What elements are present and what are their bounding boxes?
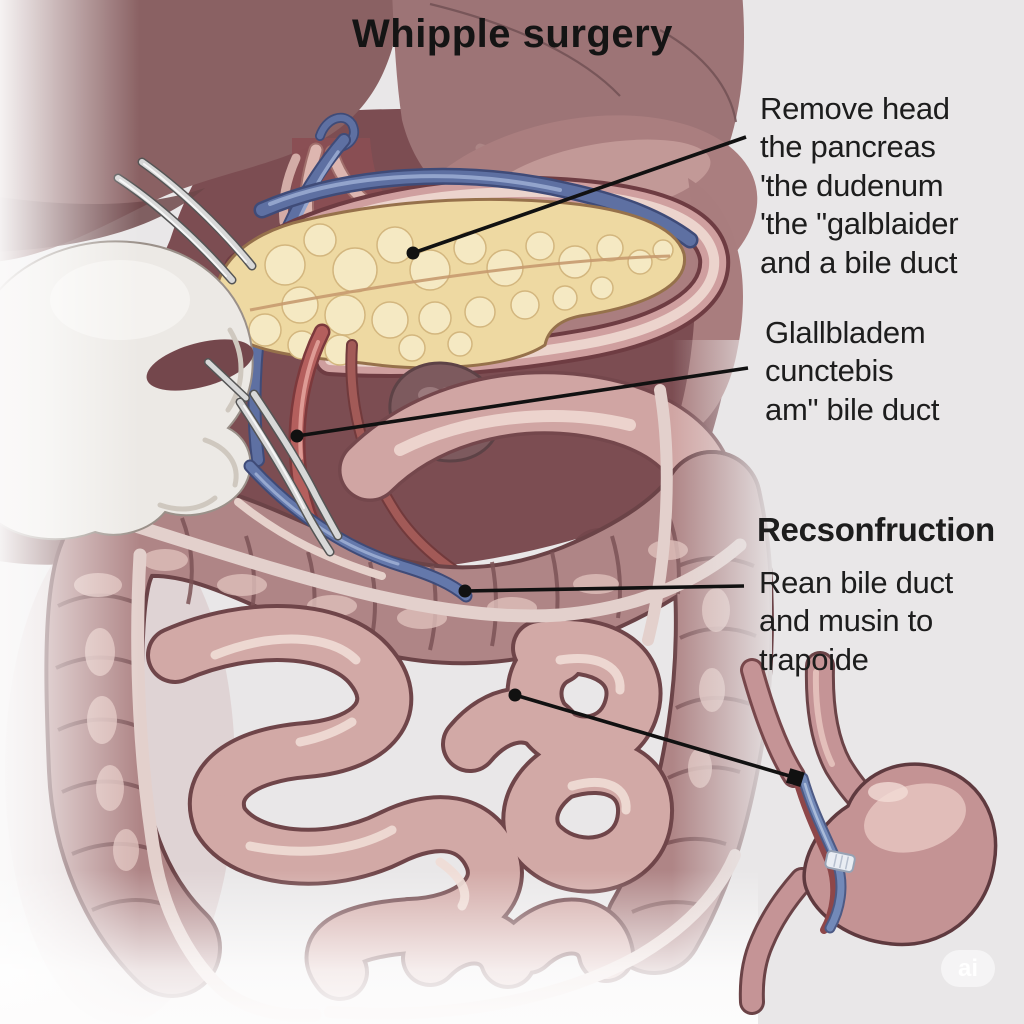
bowel-gloss [295, 717, 357, 747]
colon-gloss-spot [573, 574, 619, 594]
colon-gloss-spot [142, 549, 188, 571]
leader-markers [290, 246, 805, 787]
lobule [264, 244, 306, 286]
haustral-crease [180, 517, 194, 605]
lobule [596, 234, 624, 262]
glove-crease-3 [157, 495, 218, 512]
inset-duodenum [741, 870, 812, 1012]
hepatic-duct-3-body [279, 153, 301, 227]
left-fade [0, 0, 140, 1024]
lobule [510, 290, 540, 320]
liver-contour-1 [429, 2, 621, 97]
leader-line-bile-duct [296, 366, 749, 438]
forceps-grip-segment-body [205, 359, 249, 401]
bottom-fade [0, 870, 758, 1024]
lobule [371, 301, 409, 339]
glove-crease-1 [225, 327, 244, 413]
label-reconstruction-heading: Recsonfruction [757, 511, 995, 548]
clip-body [824, 850, 856, 873]
colon-gloss-spot [217, 574, 267, 596]
bowel-loop [505, 741, 671, 890]
lobule [627, 249, 653, 275]
stomach-inset [738, 651, 998, 1015]
forceps-tips [235, 389, 343, 557]
bowel-gloss [567, 778, 631, 815]
splenic-vein-gloss [268, 174, 562, 206]
inset-bile-limb [743, 661, 803, 785]
leader-dot-colon [458, 584, 472, 598]
pancreas-lobules [248, 223, 674, 366]
lobule [248, 313, 282, 347]
clip-ridge [833, 853, 838, 867]
bile-duct-gloss [298, 340, 320, 460]
clip-ridge [838, 855, 844, 869]
blue-vessel-gloss [254, 472, 400, 566]
antrum-gloss [394, 410, 636, 456]
clip-ridge [844, 856, 850, 870]
lobule [590, 276, 614, 300]
bowel-gloss [210, 634, 361, 665]
cut-vessels [234, 459, 473, 603]
lobule [281, 286, 319, 324]
forceps-shaft [251, 391, 341, 539]
splenic-vein [253, 167, 699, 249]
label-reconstruction-body: Rean bile duct and musin to trapoide [759, 565, 953, 677]
lobule [324, 294, 366, 336]
ai-watermark-badge: ai [941, 950, 995, 987]
lobule [418, 301, 452, 335]
ribbon-right-vertical [642, 384, 673, 646]
lobule [464, 296, 496, 328]
bowel-gloss [245, 825, 397, 856]
lobule [552, 285, 578, 311]
leader-line-reconstruction [514, 693, 794, 779]
leader-line-colon [464, 584, 745, 593]
leader-dot-bile-duct [290, 429, 304, 443]
pancreas [213, 197, 687, 370]
leader-dot-pancreas [406, 246, 420, 260]
page-title: Whipple surgery [352, 12, 673, 56]
lobule [376, 226, 414, 264]
forceps-prong-gloss [143, 163, 247, 263]
bowel-loop [445, 690, 581, 769]
pancreatic-duct [249, 254, 671, 312]
inset-esophagus-gloss [812, 669, 835, 767]
forceps-shaft-gloss [243, 405, 305, 509]
label-gallbladder-duct: Glallbladem cunctebis am" bile duct [765, 315, 940, 427]
lobule [398, 334, 426, 362]
bowel-gloss [555, 654, 625, 695]
leader-lines [296, 135, 794, 779]
leader-arrowhead [785, 768, 805, 787]
anastomosis-clip [824, 850, 856, 873]
bowel-loop [509, 621, 659, 769]
glove-crease-2 [202, 437, 239, 488]
leader-line-pancreas [412, 135, 747, 255]
lobule [332, 247, 378, 293]
pale-duct-stump [234, 498, 386, 580]
lobule [525, 231, 555, 261]
leader-dot-intestine [508, 688, 522, 702]
label-remove-head: Remove head the pancreas 'the dudenum 't… [760, 91, 959, 280]
lobule [447, 331, 473, 357]
inset-stomach-gloss [868, 782, 908, 802]
bowel-loop [150, 608, 410, 845]
lobule [303, 223, 337, 257]
liver-contour-2 [659, 29, 738, 123]
ai-watermark-text: ai [957, 954, 978, 982]
